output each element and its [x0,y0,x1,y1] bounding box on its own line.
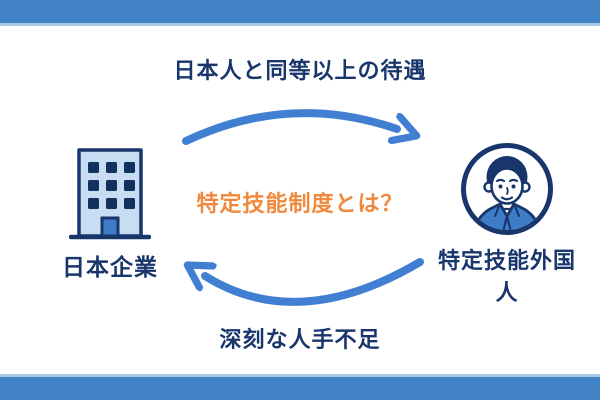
bottom-arrow-caption: 深刻な人手不足 [219,327,381,352]
foreign-worker-avatar-icon [461,143,553,235]
arrow-worker-to-company-icon [165,258,424,306]
company-label: 日本企業 [62,254,158,280]
building-door [100,216,120,238]
company-entity: 日本企業 [30,146,190,282]
top-border-bar [0,0,600,26]
office-building-icon [69,148,151,240]
arrow-company-to-worker-icon [182,109,430,145]
diagram-title: 特定技能制度とは？ [196,191,404,216]
worker-entity: 特定技能外国人 [427,141,587,307]
bottom-border-bar [0,374,600,400]
top-arrow-caption: 日本人と同等以上の待遇 [173,58,427,83]
building-windows [88,162,135,209]
worker-label: 特定技能外国人 [437,248,576,305]
